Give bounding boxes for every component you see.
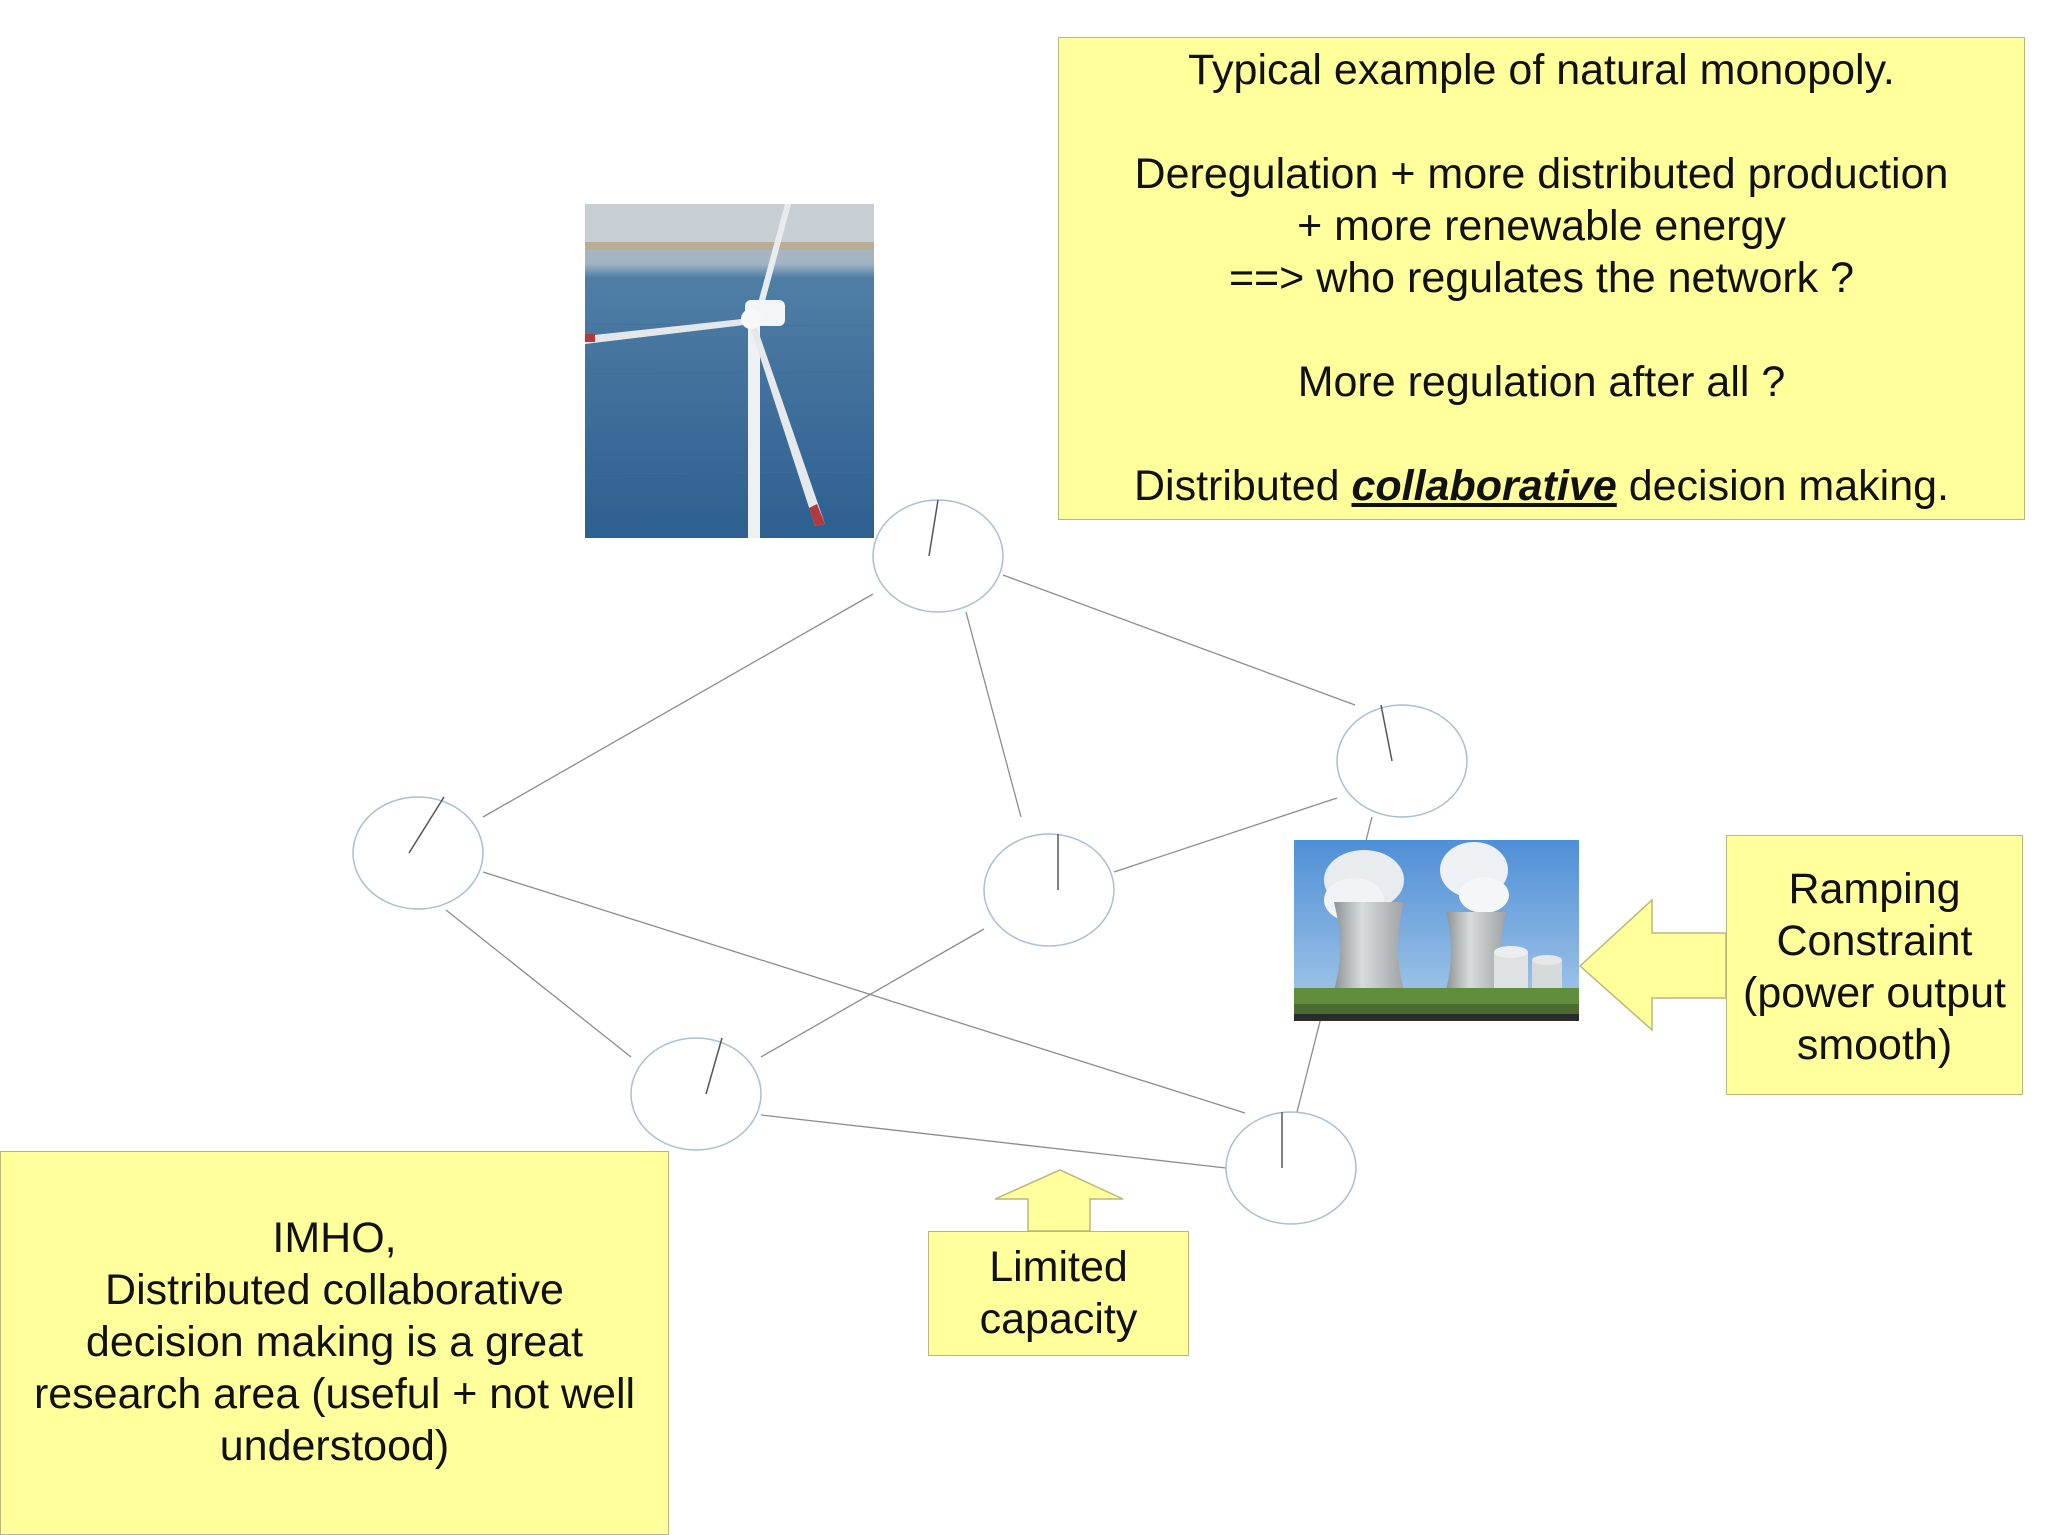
top-note: Typical example of natural monopoly. Der… [1058,37,2025,520]
network-edge [482,593,874,818]
limited-line: capacity [979,1295,1138,1343]
node-top [872,499,1004,613]
node-bottom-right [1225,1111,1357,1225]
network-edge [760,1114,1227,1169]
wind-turbine-photo [585,204,874,538]
ramping-line: smooth) [1796,1021,1953,1069]
imho-line: IMHO, [272,1214,397,1262]
ramping-line: Constraint [1776,917,1973,965]
ramping-constraint-note: Ramping Constraint (power output smooth) [1726,835,2023,1095]
limited-capacity-note: Limited capacity [928,1231,1189,1356]
node-bottom-left [630,1037,762,1151]
network-edge [482,871,1246,1114]
top-note-line: ==> who regulates the network ? [1228,254,1855,302]
top-note-line: Deregulation + more distributed producti… [1134,150,1949,198]
ramping-line: Ramping [1788,865,1961,913]
collaborative-emphasis: collaborative [1351,462,1617,510]
top-note-line: More regulation after all ? [1297,358,1786,406]
top-note-suffix: decision making. [1616,462,1949,510]
top-note-last-line: Distributed collaborative decision makin… [1059,460,2024,512]
top-note-prefix: Distributed [1134,462,1352,510]
limited-capacity-arrow [994,1169,1124,1232]
limited-line: Limited [989,1243,1128,1291]
network-edge [760,928,985,1058]
ramping-arrow [1578,898,1727,1032]
ramping-line: (power output [1743,969,2006,1017]
network-edge [1002,574,1356,706]
power-plant-photo [1294,840,1579,1021]
node-right-upper [1336,704,1468,818]
network-edge [445,909,632,1058]
network-edge [965,611,1022,818]
imho-line: Distributed collaborative [105,1266,564,1314]
imho-line: decision making is a great [85,1318,584,1366]
imho-line: understood) [219,1422,450,1470]
top-note-line: + more renewable energy [1297,202,1786,250]
top-note-line: Typical example of natural monopoly. [1188,46,1895,94]
node-left [352,796,484,910]
imho-line: research area (useful + not well [33,1370,636,1418]
imho-note: IMHO, Distributed collaborative decision… [0,1151,669,1535]
node-center [983,833,1115,947]
network-edge [1113,797,1338,873]
